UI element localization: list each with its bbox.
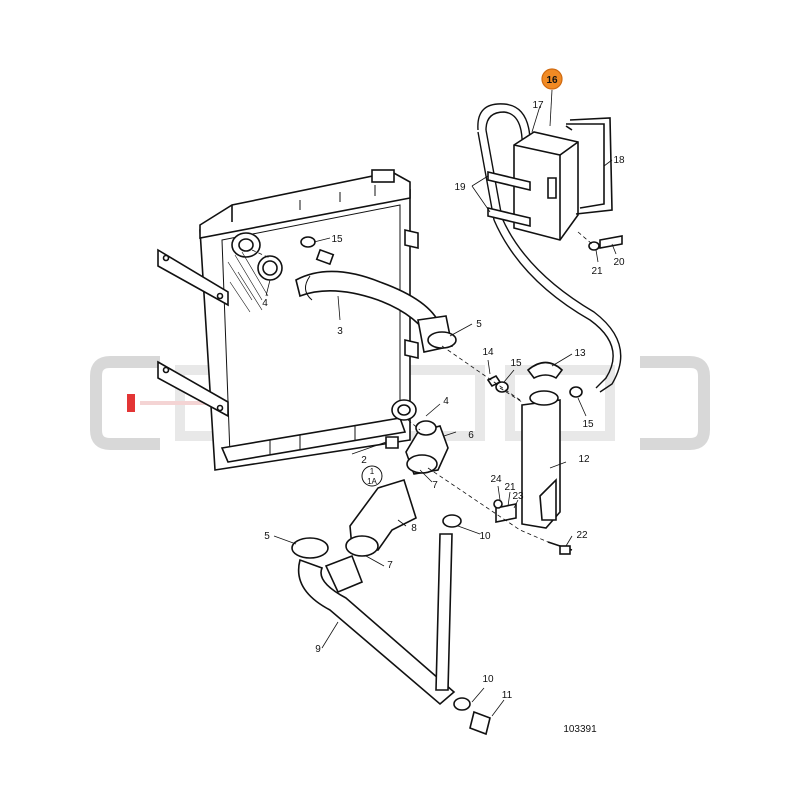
callout-6[interactable]: 6 [468, 430, 474, 441]
callout-24[interactable]: 24 [490, 474, 502, 485]
callout-7-lower[interactable]: 7 [387, 560, 393, 571]
callout-4-top[interactable]: 4 [262, 298, 268, 309]
callout-20[interactable]: 20 [613, 257, 625, 268]
callout-13[interactable]: 13 [574, 348, 586, 359]
callout-1a[interactable]: 1A [367, 477, 377, 486]
reservoir [487, 117, 623, 251]
callout-5-left[interactable]: 5 [264, 531, 270, 542]
callout-3[interactable]: 3 [337, 326, 343, 337]
callout-17[interactable]: 17 [532, 100, 544, 111]
callout-10-lower[interactable]: 10 [482, 674, 494, 685]
radiator [157, 169, 419, 471]
callout-7-upper[interactable]: 7 [432, 480, 438, 491]
leader-lines [265, 89, 617, 717]
callout-9[interactable]: 9 [315, 644, 321, 655]
callout-21-lower[interactable]: 21 [504, 482, 516, 493]
callout-16[interactable]: 16 [546, 75, 558, 86]
top-hose [257, 236, 457, 353]
callout-23[interactable]: 23 [512, 491, 524, 502]
expansion-tank [486, 361, 583, 555]
callout-10-upper[interactable]: 10 [479, 531, 491, 542]
callout-labels: 16 17 18 19 20 21 15 4 3 5 14 15 13 15 4… [262, 68, 625, 701]
callout-12[interactable]: 12 [578, 454, 590, 465]
callout-15-top[interactable]: 15 [331, 234, 343, 245]
callout-2[interactable]: 2 [361, 455, 367, 466]
callout-11[interactable]: 11 [502, 690, 513, 701]
highlighted-callout-marker [541, 68, 563, 90]
callout-8[interactable]: 8 [411, 523, 417, 534]
callout-15-right[interactable]: 15 [582, 419, 594, 430]
diagram-reference-number: 103391 [563, 724, 597, 735]
construction-lines [251, 231, 593, 543]
callout-19[interactable]: 19 [454, 182, 466, 193]
callout-1-circle [361, 465, 383, 487]
watermark-red-mark [127, 394, 135, 412]
callout-14[interactable]: 14 [482, 347, 494, 358]
callout-15-mid[interactable]: 15 [510, 358, 522, 369]
callout-21-upper[interactable]: 21 [591, 266, 603, 277]
callout-5-right[interactable]: 5 [476, 319, 482, 330]
lower-hoses [291, 420, 491, 736]
callout-4-lower[interactable]: 4 [443, 396, 449, 407]
callout-18[interactable]: 18 [613, 155, 625, 166]
callout-1[interactable]: 1 [370, 467, 375, 476]
callout-22[interactable]: 22 [576, 530, 588, 541]
